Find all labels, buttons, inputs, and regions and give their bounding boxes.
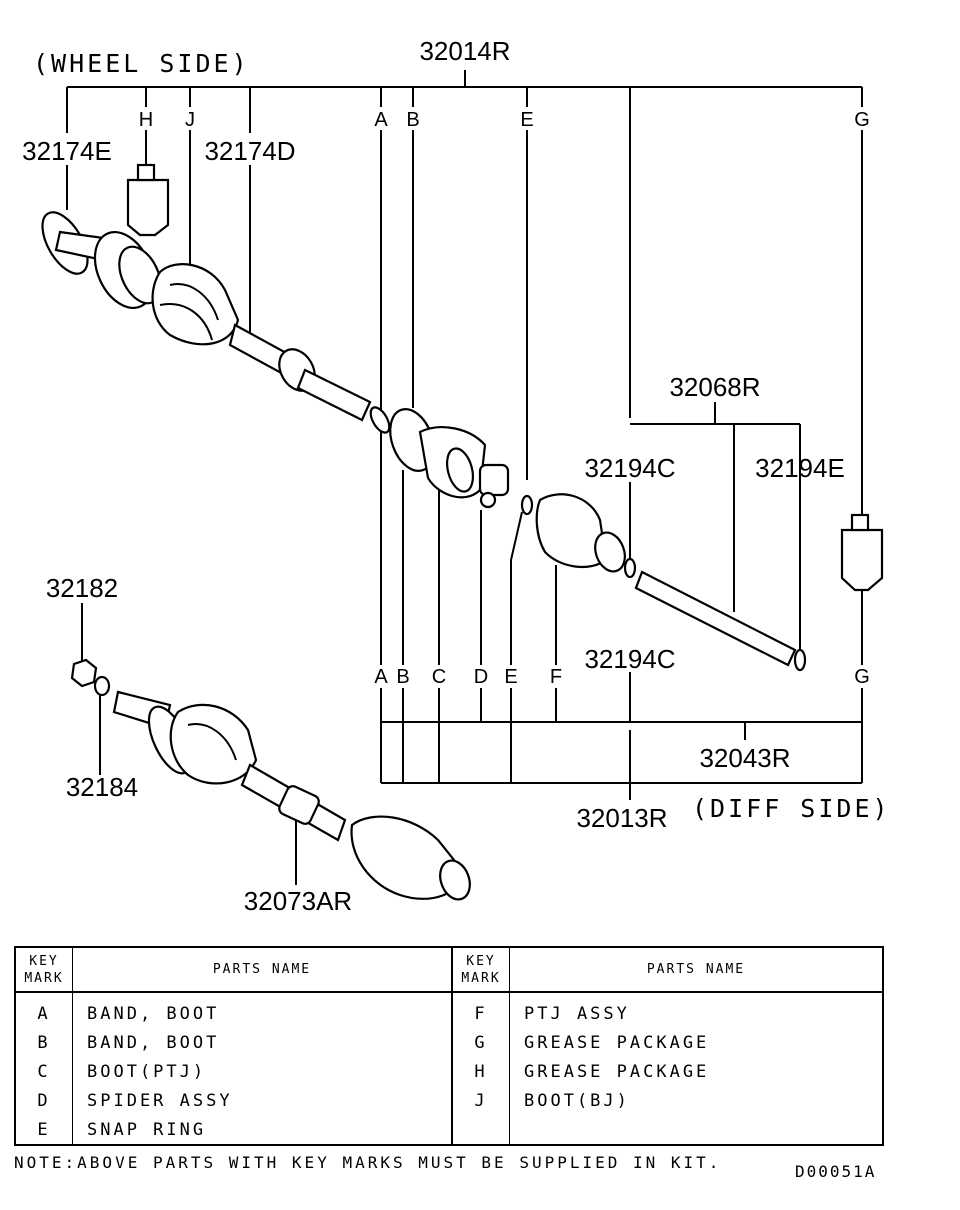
label-32182: 32182 [46,573,118,603]
key-top-j: J [185,109,195,131]
label-32174e: 32174E [22,136,112,166]
label-32068r: 32068R [669,372,760,402]
name-cell: GREASE PACKAGE [524,1032,710,1053]
key-top-b: B [406,109,419,131]
label-wheel-side: (WHEEL SIDE) [33,49,250,78]
key-cell: D [15,1086,73,1115]
grease-package-g-icon [840,513,884,592]
key-bottom-f: F [550,666,562,688]
label-32194e: 32194E [755,453,845,483]
key-cell: F [452,992,510,1028]
drawing-code: D00051A [795,1162,877,1181]
key-cell [452,1115,510,1145]
assembly-bracket-bottom [380,688,863,800]
name-cell [510,1115,884,1145]
kit-note: NOTE:ABOVE PARTS WITH KEY MARKS MUST BE … [14,1153,722,1172]
table-row: D SPIDER ASSY J BOOT(BJ) [15,1086,883,1115]
name-cell: SPIDER ASSY [72,1086,453,1115]
key-top-h: H [139,109,153,131]
table-row: E SNAP RING [15,1115,883,1145]
name-cell: BOOT(PTJ) [72,1057,453,1086]
label-32194c-bottom: 32194C [584,644,675,674]
table-row: C BOOT(PTJ) H GREASE PACKAGE [15,1057,883,1086]
table-row: A BAND, BOOT F PTJ ASSY [15,992,883,1028]
key-cell: C [15,1057,73,1086]
name-cell: BAND, BOOT [72,1028,453,1057]
nut-washer-drawing [70,658,111,697]
lower-shaft-drawing [112,690,471,901]
header-parts-name: PARTS NAME [72,947,453,993]
key-bottom-a: A [374,666,388,688]
name-cell: BOOT(BJ) [524,1090,630,1111]
label-32174d: 32174D [204,136,295,166]
table-row: B BAND, BOOT G GREASE PACKAGE [15,1028,883,1057]
label-32013r: 32013R [576,803,667,833]
label-diff-side: (DIFF SIDE) [692,794,891,823]
header-parts-name-right: PARTS NAME [509,947,883,993]
key-bottom-e: E [504,666,517,688]
name-cell: GREASE PACKAGE [524,1061,710,1082]
name-cell: PTJ ASSY [524,1003,630,1024]
key-top-e: E [520,109,533,131]
key-bottom-b: B [396,666,409,688]
key-bottom-d: D [474,666,488,688]
exploded-diagram: 32014R (WHEEL SIDE) 32174E 32174D H J A … [22,36,891,916]
label-32073ar: 32073AR [244,886,352,916]
key-cell: J [452,1086,510,1115]
label-32194c-top: 32194C [584,453,675,483]
key-cell: B [15,1028,73,1057]
key-cell: H [452,1057,510,1086]
leader-lines [66,130,863,885]
key-cell: A [15,992,73,1028]
grease-package-h-icon [126,163,170,237]
label-32014r: 32014R [419,36,510,66]
name-cell: BAND, BOOT [72,992,453,1028]
label-32043r: 32043R [699,743,790,773]
name-cell: SNAP RING [72,1115,453,1145]
key-bottom-c: C [432,666,446,688]
ptj-parts-drawing [389,408,807,672]
key-cell: E [15,1115,73,1145]
wheel-side-shaft-drawing [41,211,391,434]
label-32184: 32184 [66,772,138,802]
key-cell: G [452,1028,510,1057]
key-top-a: A [374,109,388,131]
key-top-g: G [854,109,870,131]
key-bottom-g: G [854,666,870,688]
assembly-bracket-top [66,70,863,418]
